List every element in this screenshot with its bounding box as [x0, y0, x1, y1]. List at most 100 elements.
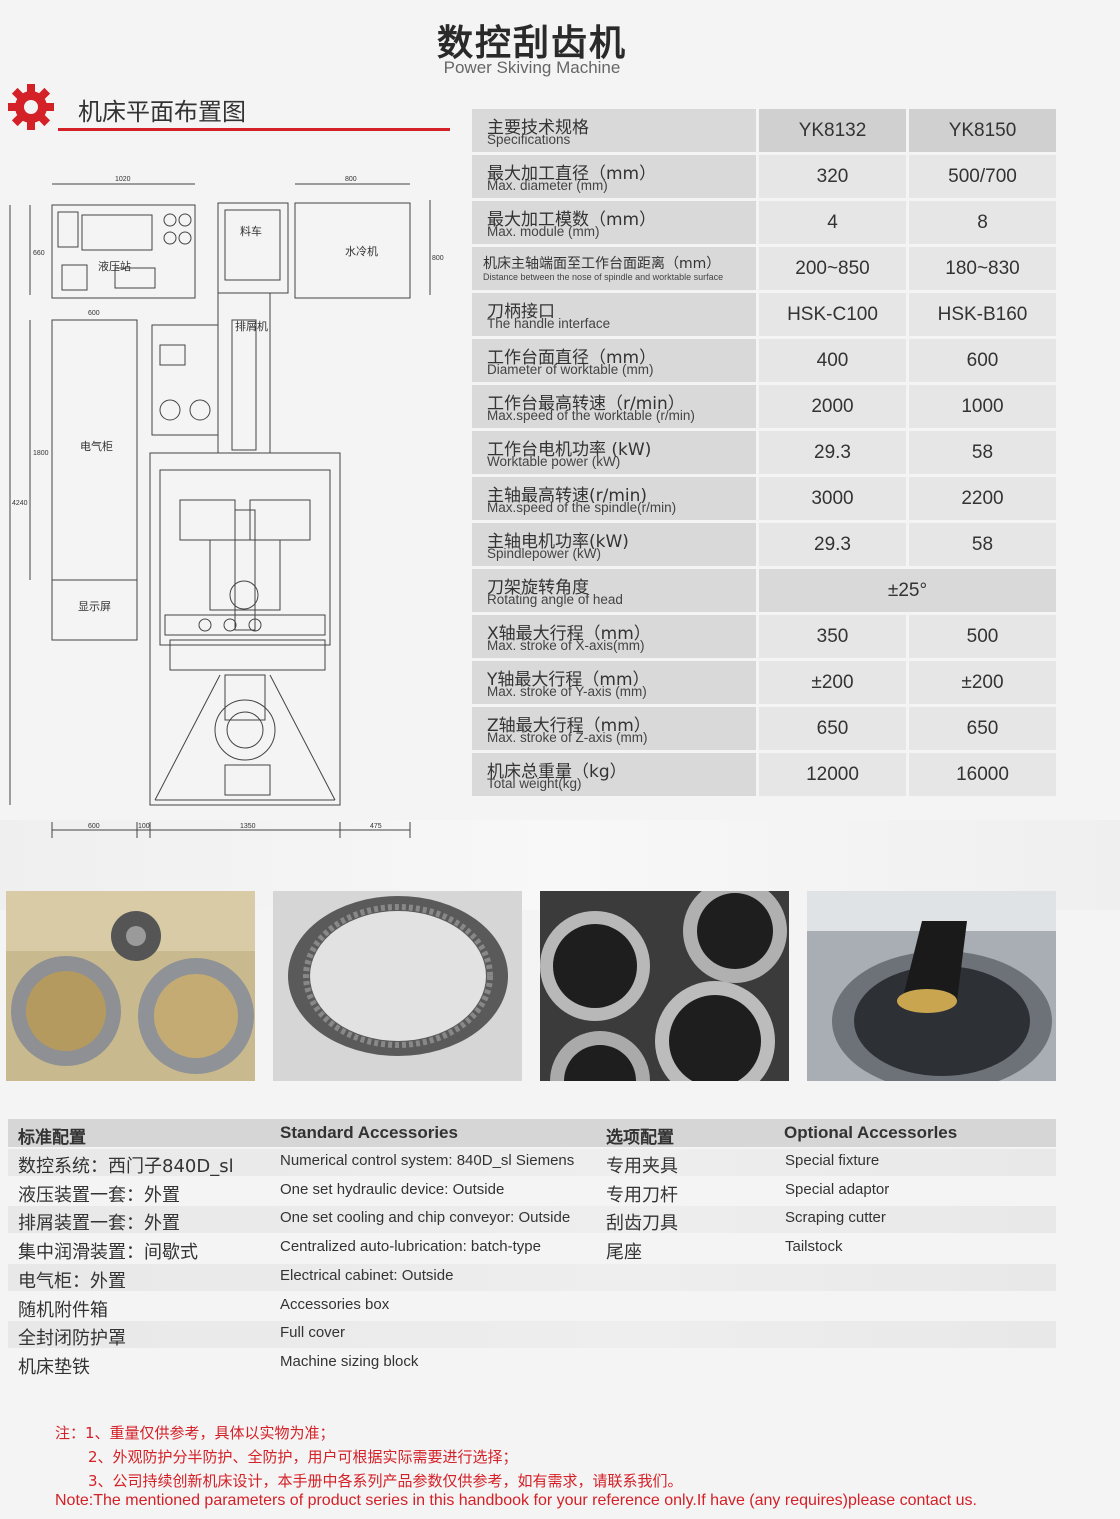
spec-label-zh: 主轴电机功率(kW)	[487, 532, 629, 552]
section-title: 机床平面布置图	[78, 98, 246, 126]
dim-label: 1350	[240, 823, 256, 830]
spec-label-zh: 刀架旋转角度	[487, 578, 589, 598]
spec-label-en: Max. stroke of X-axis(mm)	[487, 638, 645, 653]
standard-item-zh: 数控系统：西门子840D_sl	[18, 1156, 234, 1177]
dim-label: 660	[33, 250, 45, 257]
spec-label-zh: 刀柄接口	[487, 302, 555, 322]
gear-photo-3	[540, 891, 789, 1081]
spec-label-cell: 机床主轴端面至工作台面距离（mm）Distance between the no…	[472, 247, 756, 290]
spec-label-en: Max. stroke of Y-axis (mm)	[487, 684, 647, 699]
page-title: 数控刮齿机	[436, 23, 627, 64]
spec-label-cell: Y轴最大行程（mm）Max. stroke of Y-axis (mm)	[472, 661, 756, 704]
cabinet-label: 电气柜	[80, 439, 113, 453]
spec-value-yk8150: 500	[909, 615, 1056, 658]
spec-label-en: Worktable power (kW)	[487, 454, 621, 469]
spec-label-cell: 工作台最高转速（r/min）Max.speed of the worktable…	[472, 385, 756, 428]
cart-label: 料车	[240, 224, 262, 238]
dim-label: 800	[345, 176, 357, 183]
gear-icon	[8, 84, 54, 130]
spec-value-yk8132: 29.3	[759, 523, 906, 566]
spec-value-yk8150: 16000	[909, 753, 1056, 796]
spec-label-cell: X轴最大行程（mm）Max. stroke of X-axis(mm)	[472, 615, 756, 658]
spec-row: Y轴最大行程（mm）Max. stroke of Y-axis (mm)±200…	[472, 661, 1056, 707]
spec-value-yk8150: ±200	[909, 661, 1056, 704]
dim-label: 1800	[33, 450, 49, 457]
spec-value-both: ±25°	[759, 569, 1056, 612]
spec-value-yk8132: ±200	[759, 661, 906, 704]
spec-value-yk8150: 180~830	[909, 247, 1056, 290]
note-1: 注：1、重量仅供参考，具体以实物为准；	[55, 1424, 335, 1442]
spec-value-yk8150: 2200	[909, 477, 1056, 520]
optional-item-zh: 专用刀杆	[606, 1184, 678, 1206]
spec-value-yk8150: 500/700	[909, 155, 1056, 198]
spec-value-yk8132: 320	[759, 155, 906, 198]
spec-label-cell: 机床总重量（kg）Total weight(kg)	[472, 753, 756, 796]
dim-label: 100	[138, 823, 150, 830]
spec-label-en: Max. module (mm)	[487, 224, 600, 239]
hydraulic-label: 液压站	[98, 259, 131, 273]
spec-label-en: Max. stroke of Z-axis (mm)	[487, 730, 648, 745]
standard-item-en: Full cover	[280, 1324, 346, 1342]
spec-label-en: Rotating angle of head	[487, 592, 623, 607]
display-label: 显示屏	[78, 600, 111, 613]
floor-plan-drawing: 1020 800 660 800 600 1800 4240 600 100 1…	[9, 176, 444, 838]
spec-value-yk8150: 8	[909, 201, 1056, 244]
spec-value-yk8132: 29.3	[759, 431, 906, 474]
coolant-label: 水冷机	[345, 244, 378, 258]
dim-label: 600	[88, 310, 100, 317]
spec-value-yk8132: 4	[759, 201, 906, 244]
optional-zh-title: 选项配置	[606, 1128, 674, 1148]
spec-label-cell: 最大加工直径（mm）Max. diameter (mm)	[472, 155, 756, 198]
spec-label-cell: 工作台面直径（mm）Diameter of worktable (mm)	[472, 339, 756, 382]
spec-value-yk8132: 400	[759, 339, 906, 382]
spec-label-zh: 最大加工直径（mm）	[487, 164, 657, 184]
spec-value-yk8132: 350	[759, 615, 906, 658]
spec-label-zh: Z轴最大行程（mm）	[487, 716, 651, 736]
spec-label-cell: 主轴电机功率(kW)Spindlepower (kW)	[472, 523, 756, 566]
standard-item-en: Centralized auto-lubrication: batch-type	[280, 1238, 541, 1256]
spec-value-yk8150: 58	[909, 431, 1056, 474]
model-yk8150: YK8150	[909, 109, 1056, 152]
spec-header-zh: 主要技术规格	[487, 118, 589, 138]
spec-value-yk8150: 600	[909, 339, 1056, 382]
spec-row: 主轴最高转速(r/min)Max.speed of the spindle(r/…	[472, 477, 1056, 523]
note-en: Note:The mentioned parameters of product…	[55, 1492, 977, 1509]
spec-label-en: Spindlepower (kW)	[487, 546, 602, 561]
page-subtitle: Power Skiving Machine	[443, 58, 621, 77]
gear-photo-2	[273, 891, 522, 1081]
spec-label-en: Max.speed of the worktable (r/min)	[487, 408, 695, 423]
standard-item-zh: 机床垫铁	[18, 1356, 90, 1378]
spec-value-yk8132: 12000	[759, 753, 906, 796]
spec-header-row: 主要技术规格 Specifications YK8132 YK8150	[472, 109, 1056, 155]
spec-label-zh: X轴最大行程（mm）	[487, 624, 651, 644]
spec-value-yk8132: 200~850	[759, 247, 906, 290]
spec-label-en: Max. diameter (mm)	[487, 178, 608, 193]
optional-item-zh: 尾座	[606, 1242, 642, 1264]
dim-label: 1020	[115, 176, 131, 183]
dim-label: 4240	[12, 500, 28, 507]
spec-table: 主要技术规格 Specifications YK8132 YK8150 最大加工…	[472, 109, 1056, 799]
spec-row: 工作台最高转速（r/min）Max.speed of the worktable…	[472, 385, 1056, 431]
spec-label-en: The handle interface	[487, 316, 611, 331]
standard-item-zh: 随机附件箱	[18, 1299, 108, 1321]
section-header: 机床平面布置图	[6, 82, 450, 134]
optional-item-zh: 刮齿刀具	[606, 1213, 678, 1235]
spec-value-yk8132: HSK-C100	[759, 293, 906, 336]
standard-item-en: Numerical control system: 840D_sl Siemen…	[280, 1152, 575, 1169]
standard-item-zh: 液压装置一套：外置	[18, 1184, 180, 1206]
spec-label-en: Distance between the nose of spindle and…	[483, 272, 724, 282]
